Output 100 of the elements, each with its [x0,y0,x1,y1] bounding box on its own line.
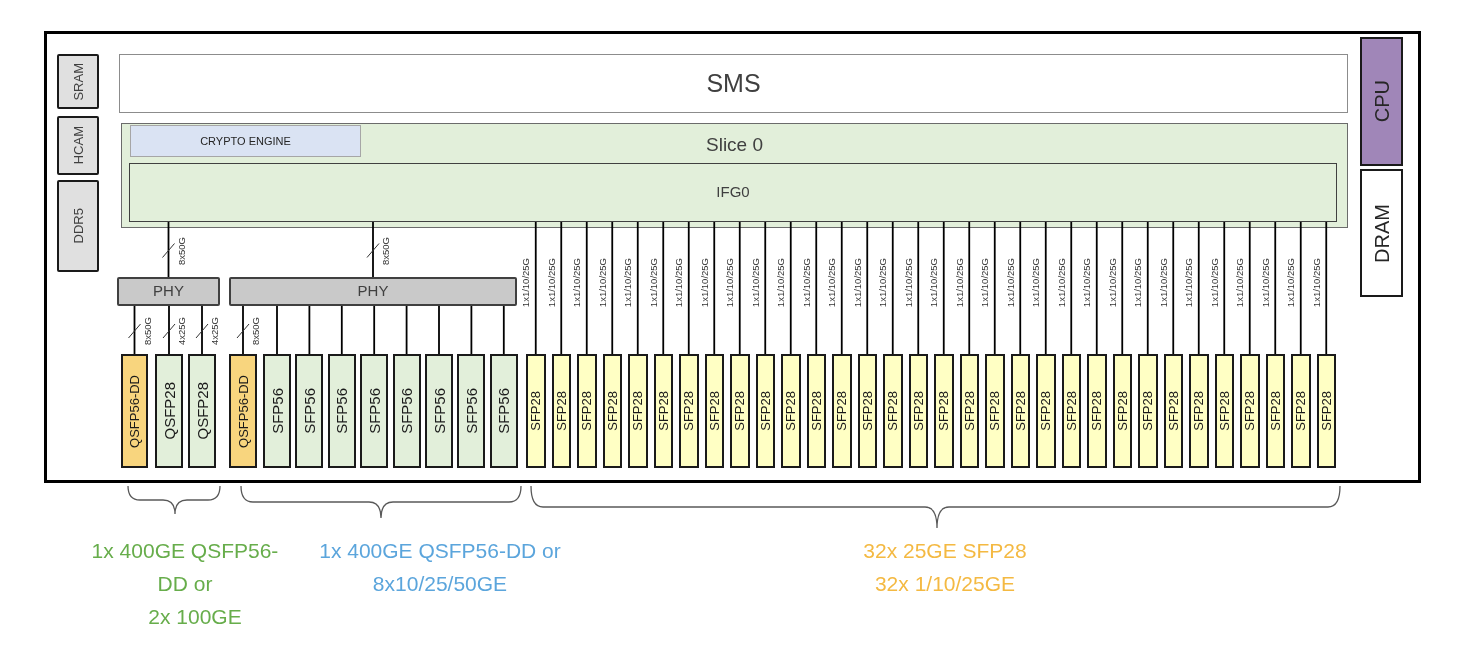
block-label: PHY [153,283,184,300]
vertical-label: QSFP56-DD [236,374,250,448]
vertical-label: SFP56 [334,388,350,434]
connector-line [201,305,203,355]
port-module [1087,354,1107,468]
caption-text: 1x 400GE QSFP56-DD or 8x10/25/50GE [318,538,562,597]
vertical-label: SFP56 [399,388,415,434]
vertical-label: SFP28 [1268,391,1282,431]
connector-line [1223,221,1226,355]
vertical-label: SFP28 [605,391,619,431]
port-module [883,354,903,468]
vertical-label: SFP28 [886,391,900,431]
connector-line [373,305,376,355]
vertical-label: SFP28 [784,391,798,431]
port-module [1265,354,1285,468]
port-module [1112,354,1132,468]
connector-line [662,221,665,355]
edge-label: 1x1/10/25G [1133,258,1143,308]
vertical-label: SFP28 [988,391,1002,431]
chassis-outline [44,31,1421,483]
vertical-label: SFP28 [860,391,874,431]
edge-label: 1x1/10/25G [1235,258,1245,308]
port-module [1061,354,1081,468]
vertical-label: SFP56 [431,388,447,434]
port-module [1214,354,1234,468]
connector-line [133,305,136,355]
connector-line [1095,221,1098,355]
connector-line [372,221,374,278]
connector-line [1274,221,1277,355]
vertical-label: CPU [1371,80,1392,123]
connector-line [470,305,473,355]
vertical-label: QSFP28 [194,382,210,440]
connector-line [534,221,537,355]
connector-line [611,221,614,355]
connector-line [1070,221,1073,355]
vertical-label: SFP28 [1115,391,1129,431]
port-module [781,354,801,468]
side-block [57,180,99,272]
connector-line [968,221,971,355]
port-module [1240,354,1260,468]
vertical-label: SFP28 [758,391,772,431]
port-module [1036,354,1056,468]
connector-line [502,305,505,355]
connector-line [1146,221,1149,355]
vertical-label: SFP56 [496,388,512,434]
vertical-label: SFP28 [1243,391,1257,431]
connector-line [917,221,920,355]
vertical-label: DRAM [1371,203,1392,263]
edge-label: 1x1/10/25G [776,258,786,308]
edge-label: 1x1/10/25G [1056,258,1067,308]
vertical-label: SFP28 [1217,391,1231,431]
memory-block [1360,169,1403,297]
port-module [392,354,421,468]
edge-label: 1x1/10/25G [1286,258,1296,308]
vertical-label: QSFP28 [161,382,177,440]
edge-label: 1x1/10/25G [801,258,812,308]
vertical-label: SFP28 [1013,391,1027,431]
edge-label: 4x25G [210,317,220,345]
vertical-label: SFP28 [1294,391,1308,431]
port-module [1189,354,1209,468]
connector-line [308,305,311,355]
connector-line [891,221,894,355]
edge-label: 8x50G [142,317,152,345]
port-module [602,354,622,468]
edge-label: 1x1/10/25G [1082,258,1092,308]
edge-label: 1x1/10/25G [1107,258,1118,308]
connector-line [840,221,843,355]
caption-text: 2x 100GE [147,604,243,630]
vertical-label: SFP28 [631,391,645,431]
wide-panel [119,54,1348,113]
vertical-label: SFP28 [1141,391,1155,431]
edge-label: 1x1/10/25G [597,258,608,308]
connector-line [438,305,440,355]
vertical-label: SFP28 [1039,391,1053,431]
port-module [755,354,775,468]
caption-text: 1x 400GE QSFP56-DD or [91,538,279,597]
connector-line [585,221,588,355]
vertical-label: SFP28 [911,391,925,431]
edge-label: 4x25G [177,317,187,345]
connector-line [1019,221,1022,355]
edge-label: 8x50G [251,317,261,345]
port-module [985,354,1005,468]
connector-line [636,221,639,355]
connector-line [738,221,741,355]
edge-label: 1x1/10/25G [827,258,837,308]
port-module [229,354,257,468]
edge-label: 1x1/10/25G [1209,258,1220,308]
port-module [959,354,979,468]
edge-label: 8x50G [176,236,186,265]
edge-label: 8x50G [381,236,391,265]
edge-label: 1x1/10/25G [980,258,990,308]
block-label: PHY [357,283,389,300]
vertical-label: SFP28 [962,391,976,431]
connector-line [405,305,408,355]
vertical-label: SFP56 [463,388,479,434]
connector-line [1325,221,1328,355]
vertical-label: SRAM [71,62,85,101]
side-block [57,54,99,109]
port-module [704,354,724,468]
edge-label: 1x1/10/25G [648,258,659,308]
